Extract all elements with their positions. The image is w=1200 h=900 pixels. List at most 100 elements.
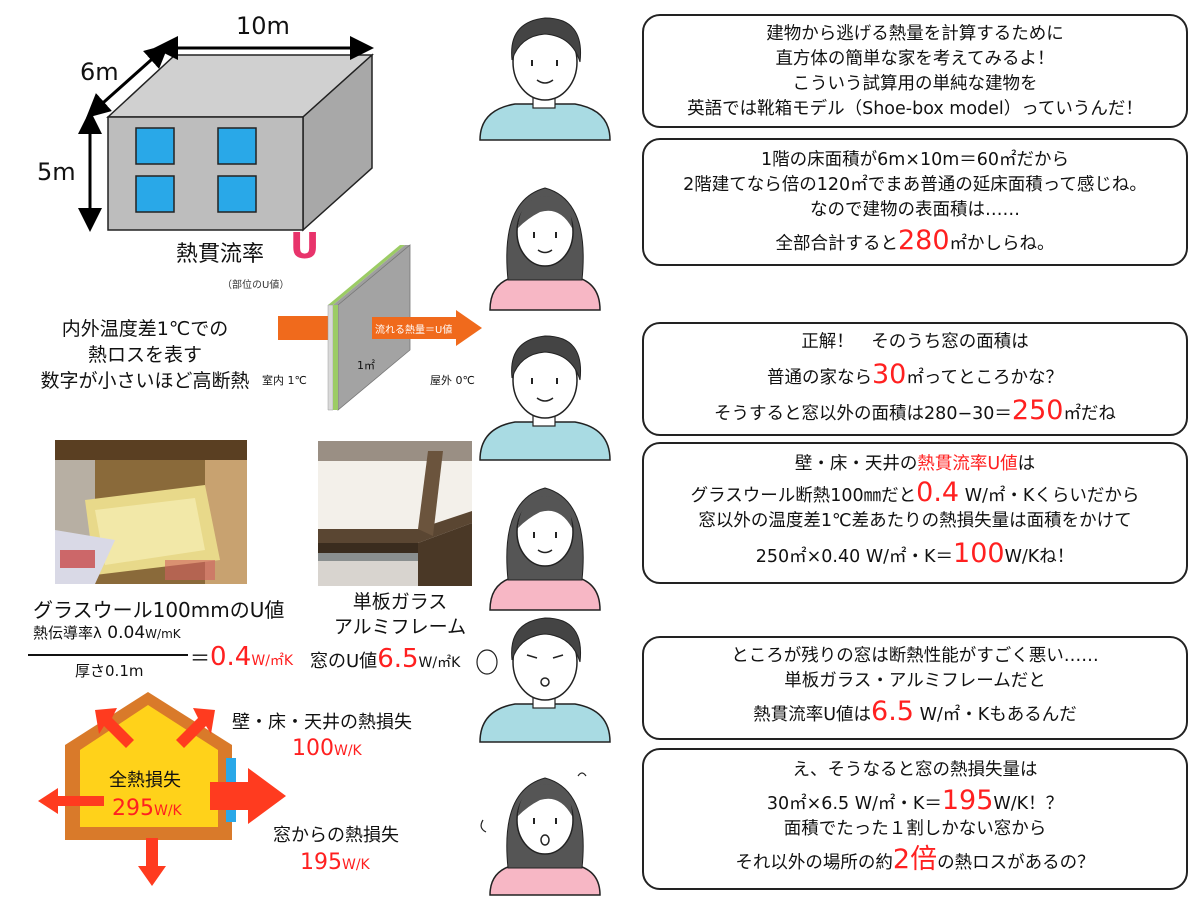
uvalue-letter: U bbox=[290, 226, 320, 267]
speech-bubble-5: ところが残りの窓は断熱性能がすごく悪い…… 単板ガラス・アルミフレームだと 熱貫… bbox=[642, 636, 1188, 740]
bubble-line: 単板ガラス・アルミフレームだと bbox=[784, 671, 1046, 691]
wall-loss-row: 100W/K bbox=[292, 736, 362, 761]
uvalue-title: 熱貫流率 bbox=[176, 242, 265, 267]
bubble-line: それ以外の場所の約2倍の熱ロスがあるの？ bbox=[644, 846, 1186, 876]
heat-in-arrow bbox=[278, 316, 330, 340]
conductivity-row: 熱伝導率λ 0.04W/mK bbox=[33, 622, 181, 643]
window-u-label: 窓のU値 bbox=[310, 651, 378, 672]
bubble-span: W/㎡・Kもあるんだ bbox=[914, 705, 1077, 725]
wall-green-layer bbox=[328, 245, 405, 305]
window-frame-photo bbox=[318, 441, 472, 586]
avatar-woman-shocked bbox=[480, 772, 601, 896]
window-loss-row: 195W/K bbox=[300, 850, 370, 875]
window-u-unit: W/㎡K bbox=[418, 655, 461, 671]
bubble-span: そうすると窓以外の面積は280−30＝ bbox=[714, 404, 1012, 424]
avatar-woman bbox=[489, 187, 601, 311]
width-label: 10m bbox=[236, 12, 290, 40]
wall-loss-unit: W/K bbox=[334, 743, 362, 759]
bubble-line: グラスウール断熱100㎜だと0.4 W/㎡・Kくらいだから bbox=[644, 479, 1186, 509]
wall-heatflow-drawing bbox=[278, 244, 482, 411]
avatar-man bbox=[479, 335, 611, 461]
house-drawing bbox=[38, 692, 286, 886]
wall-u-value: 0.4 bbox=[916, 477, 960, 508]
conductivity-unit: W/mK bbox=[145, 627, 181, 641]
thickness-unit: m bbox=[128, 662, 144, 680]
non-window-area-value: 250 bbox=[1011, 395, 1064, 426]
bubble-line: 熱貫流率U値は6.5 W/㎡・Kもあるんだ bbox=[644, 698, 1186, 728]
fraction-bar bbox=[28, 654, 188, 656]
total-loss-row: 295W/K bbox=[112, 796, 182, 821]
u-value-term: 熱貫流率U値 bbox=[917, 454, 1018, 474]
ratio-value: 2倍 bbox=[892, 844, 938, 875]
glasswool-photo bbox=[55, 440, 247, 584]
window-u-value: 6.5 bbox=[377, 644, 419, 674]
bubble-line: ところが残りの窓は断熱性能がすごく悪い…… bbox=[731, 646, 1099, 666]
speech-bubble-1: 建物から逃げる熱量を計算するために 直方体の簡単な家を考えてみるよ！ こういう試… bbox=[642, 14, 1188, 128]
box-window bbox=[135, 175, 175, 213]
bubble-span: W/㎡・Kくらいだから bbox=[959, 486, 1140, 506]
window-loss-label: 窓からの熱損失 bbox=[273, 825, 399, 846]
bubble-text: ところが残りの窓は断熱性能がすごく悪い…… 単板ガラス・アルミフレームだと 熱貫… bbox=[644, 644, 1186, 728]
bubble-span: 普通の家なら bbox=[767, 368, 872, 388]
loss-arrow-down bbox=[138, 838, 166, 886]
speech-bubble-6: え、そうなると窓の熱損失量は 30㎡×6.5 W/㎡・K＝195W/K！？ 面積… bbox=[642, 748, 1188, 890]
window-loss-value: 195 bbox=[300, 850, 342, 875]
bubble-line: 建物から逃げる熱量を計算するために bbox=[766, 24, 1064, 44]
heat-out-arrow-head bbox=[456, 310, 482, 346]
bubble-line: こういう試算用の単純な建物を bbox=[792, 74, 1038, 94]
uvalue-description: 内外温度差1℃での 熱ロスを表す 数字が小さいほど高断熱 bbox=[20, 316, 270, 394]
bubble-span: ㎡だね bbox=[1063, 404, 1116, 424]
bubble-span: 30㎡×6.5 W/㎡・K＝ bbox=[766, 794, 942, 814]
glasswool-title: グラスウール100mmのU値 bbox=[33, 598, 285, 622]
window-title-line: 単板ガラス bbox=[352, 591, 448, 613]
bubble-span: グラスウール断熱100㎜だと bbox=[690, 486, 917, 506]
thickness-value: 0.1 bbox=[105, 662, 129, 680]
uvalue-desc-line: 熱ロスを表す bbox=[87, 344, 202, 366]
bubble-span: ㎡ってところかな？ bbox=[906, 368, 1063, 388]
bubble-line: 250㎡×0.40 W/㎡・K＝100W/Kね！ bbox=[644, 540, 1186, 570]
glasswool-result: ＝0.4W/㎡K bbox=[190, 642, 293, 672]
wall-area-label: 1㎡ bbox=[357, 359, 375, 372]
depth-label: 6m bbox=[80, 58, 119, 86]
conductivity-label: 熱伝導率λ bbox=[33, 624, 102, 642]
window-u-result: 6.5 bbox=[871, 696, 914, 727]
outdoor-temp-label: 屋外 0℃ bbox=[430, 374, 475, 387]
window-loss-result: 195 bbox=[941, 785, 994, 816]
wall-loss-result: 100 bbox=[953, 538, 1005, 569]
box-window bbox=[217, 127, 257, 165]
total-loss-unit: W/K bbox=[154, 803, 182, 819]
glasswool-photo-drawing bbox=[55, 440, 247, 584]
bubble-line: なので建物の表面積は…… bbox=[810, 200, 1020, 220]
depth-dimension-arrow bbox=[86, 44, 169, 118]
bubble-line: 1階の床面積が6m×10m＝60㎡だから bbox=[760, 150, 1070, 170]
house-heatloss-diagram: 全熱損失 295W/K 壁・床・天井の熱損失 100W/K 窓からの熱損失 19… bbox=[0, 690, 460, 900]
conductivity-value: 0.04 bbox=[107, 623, 146, 643]
indoor-temp-label: 室内 1℃ bbox=[262, 374, 307, 387]
bubble-span: は bbox=[1017, 454, 1036, 474]
speech-bubble-3: 正解！ そのうち窓の面積は 普通の家なら30㎡ってところかな？ そうすると窓以外… bbox=[642, 322, 1188, 436]
avatar-man bbox=[479, 17, 611, 141]
bubble-line: 壁・床・天井の熱貫流率U値は bbox=[644, 452, 1186, 477]
bubble-line: 直方体の簡単な家を考えてみるよ！ bbox=[775, 49, 1055, 69]
loss-arrow-up-left bbox=[95, 708, 134, 748]
speech-bubble-4: 壁・床・天井の熱貫流率U値は グラスウール断熱100㎜だと0.4 W/㎡・Kくら… bbox=[642, 442, 1188, 584]
uvalue-desc-line: 数字が小さいほど高断熱 bbox=[40, 370, 250, 392]
loss-arrow-up-right bbox=[176, 708, 215, 748]
wall-side bbox=[327, 304, 334, 411]
bubble-line: 30㎡×6.5 W/㎡・K＝195W/K！？ bbox=[644, 787, 1186, 817]
bubble-line: 全部合計すると280㎡かしらね。 bbox=[644, 227, 1186, 257]
surface-area-value: 280 bbox=[897, 225, 950, 256]
bubble-span: 壁・床・天井の bbox=[794, 454, 918, 474]
wall-loss-label: 壁・床・天井の熱損失 bbox=[232, 712, 412, 733]
box-window bbox=[217, 175, 257, 213]
bubble-span: ㎡かしらね。 bbox=[949, 234, 1055, 254]
bubble-span: 全部合計すると bbox=[775, 234, 898, 254]
loss-arrow-window bbox=[210, 768, 286, 824]
bubble-line: 英語では靴箱モデル（Shoe-box model）っていうんだ！ bbox=[687, 99, 1143, 119]
uvalue-desc-line: 内外温度差1℃での bbox=[61, 318, 229, 340]
bubble-text: 建物から逃げる熱量を計算するために 直方体の簡単な家を考えてみるよ！ こういう試… bbox=[644, 22, 1186, 122]
bubble-span: 250㎡×0.40 W/㎡・K＝ bbox=[755, 547, 954, 567]
bubble-span: W/Kね！ bbox=[1004, 547, 1075, 567]
window-area-value: 30 bbox=[872, 359, 907, 390]
bubble-text: 正解！ そのうち窓の面積は 普通の家なら30㎡ってところかな？ そうすると窓以外… bbox=[644, 330, 1186, 427]
